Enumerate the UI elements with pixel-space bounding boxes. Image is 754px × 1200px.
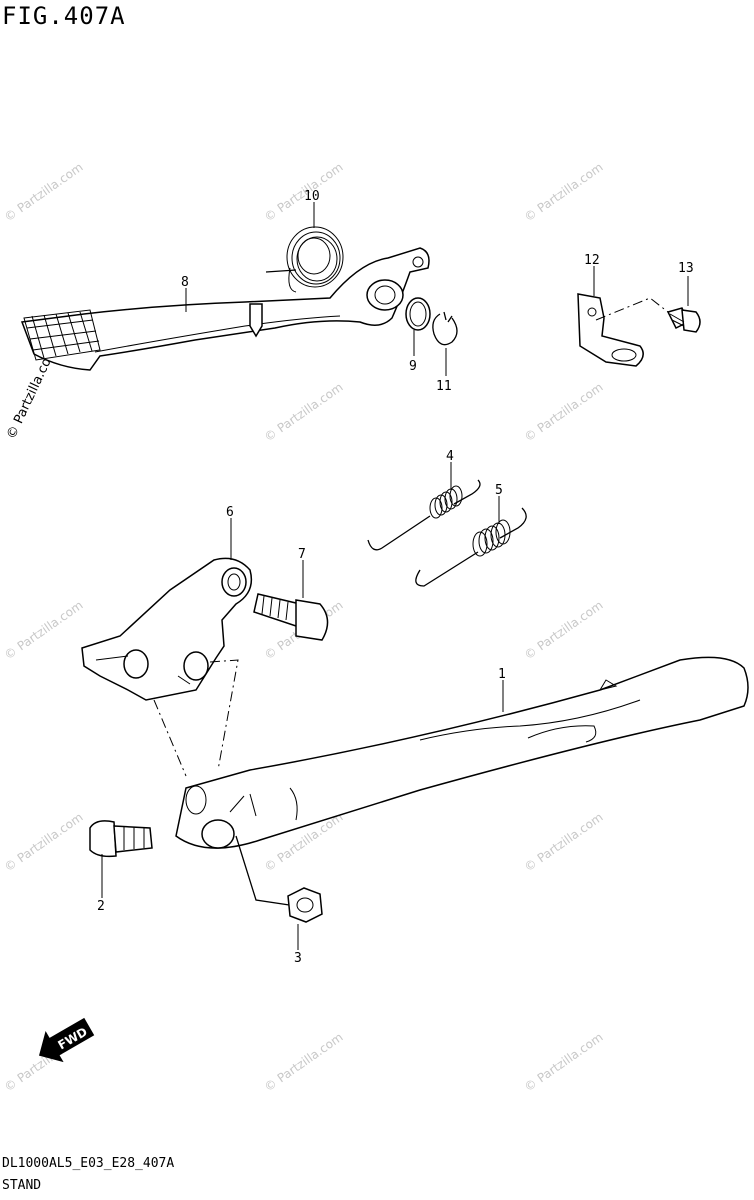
callout-4: 4 bbox=[446, 449, 454, 464]
bracket-part-12[interactable] bbox=[577, 293, 669, 367]
watermark: © Partzilla.com bbox=[262, 380, 346, 445]
callout-2: 2 bbox=[97, 899, 105, 914]
watermark: © Partzilla.com bbox=[522, 598, 606, 663]
spring-part-5[interactable] bbox=[415, 507, 527, 587]
callout-3: 3 bbox=[294, 951, 302, 966]
stand-bracket-part-6[interactable] bbox=[81, 557, 253, 777]
callout-1: 1 bbox=[498, 667, 506, 682]
callout-13: 13 bbox=[678, 261, 694, 276]
callout-12: 12 bbox=[584, 253, 600, 268]
figure-code: DL1000AL5_E03_E28_407A bbox=[2, 1156, 175, 1171]
pivot-bolt-part-2[interactable] bbox=[89, 820, 153, 858]
bolt-part-13[interactable] bbox=[666, 307, 701, 333]
watermark: © Partzilla.com bbox=[522, 380, 606, 445]
leader-lines bbox=[101, 202, 689, 950]
watermark: © Partzilla.com bbox=[522, 160, 606, 225]
bolt-part-7[interactable] bbox=[253, 593, 329, 641]
circlip-part-11[interactable] bbox=[432, 311, 458, 346]
figure-title: FIG.407A bbox=[2, 2, 126, 30]
callout-labels: 1 2 3 4 5 6 7 8 9 10 11 12 13 bbox=[97, 189, 694, 966]
figure-name: STAND bbox=[2, 1178, 42, 1193]
callout-9: 9 bbox=[409, 359, 417, 374]
brake-pedal-part-8[interactable] bbox=[20, 247, 430, 371]
callout-10: 10 bbox=[304, 189, 320, 204]
watermark: © Partzilla.com bbox=[2, 160, 86, 225]
side-stand-part-1[interactable] bbox=[175, 656, 749, 907]
spring-part-4[interactable] bbox=[367, 479, 481, 551]
callout-11: 11 bbox=[436, 379, 452, 394]
washer-part-9[interactable] bbox=[405, 297, 431, 331]
callout-6: 6 bbox=[226, 505, 234, 520]
callout-7: 7 bbox=[298, 547, 306, 562]
watermark: © Partzilla.com bbox=[522, 810, 606, 875]
watermark: © Partzilla.com bbox=[2, 598, 86, 663]
pedal-spring-part-10[interactable] bbox=[286, 226, 344, 293]
callout-8: 8 bbox=[181, 275, 189, 290]
watermark: © Partzilla.com bbox=[522, 1030, 606, 1095]
callout-5: 5 bbox=[495, 483, 503, 498]
watermark: © Partzilla.com bbox=[2, 810, 86, 875]
watermark: © Partzilla.com bbox=[262, 1030, 346, 1095]
nut-part-3[interactable] bbox=[287, 887, 323, 923]
